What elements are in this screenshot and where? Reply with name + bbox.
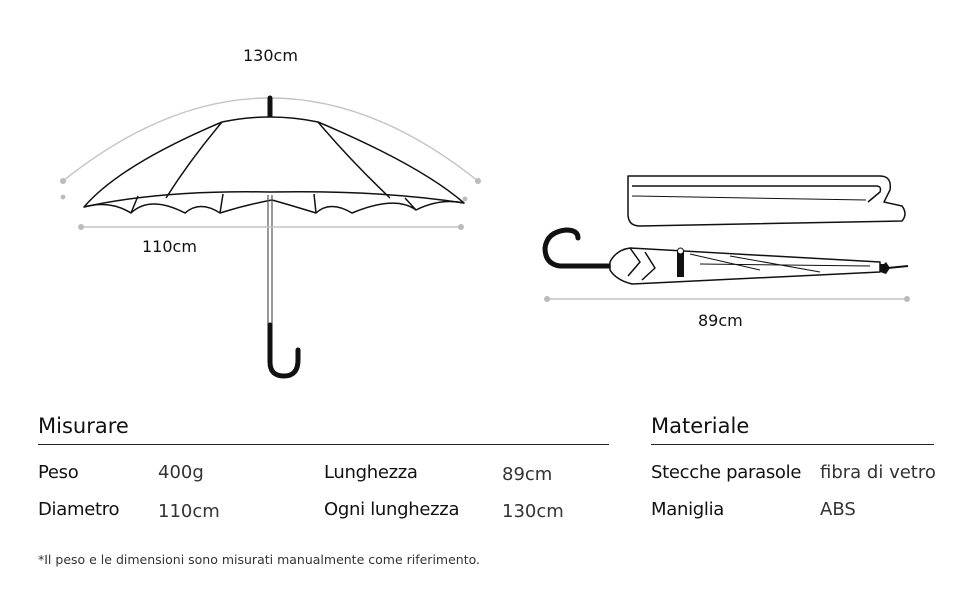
open-umbrella <box>83 95 465 325</box>
width-dimension-end-left <box>78 224 84 230</box>
material-divider <box>651 444 934 445</box>
material-value-ribs: fibra di vetro <box>820 462 936 483</box>
width-dimension-mid-dot <box>60 194 66 200</box>
measure-value-length: 89cm <box>502 464 553 485</box>
material-title: Materiale <box>651 414 750 438</box>
open-umbrella-handle <box>267 322 301 379</box>
measure-value-weight: 400g <box>158 462 204 483</box>
measure-label-weight: Peso <box>38 462 79 483</box>
length-dimension-end-right <box>904 296 910 302</box>
width-dimension-mid-dot-right <box>462 196 468 202</box>
umbrella-illustration <box>60 95 910 379</box>
umbrella-sleeve <box>627 175 906 227</box>
width-dimension-end-right <box>458 224 464 230</box>
material-label-handle: Maniglia <box>651 499 725 520</box>
measure-title: Misurare <box>38 414 129 438</box>
arc-dimension-end-left <box>60 178 66 184</box>
footnote: *Il peso e le dimensioni sono misurati m… <box>38 552 481 567</box>
measure-label-rib-length: Ogni lunghezza <box>324 499 460 520</box>
open-width-label: 110cm <box>142 237 197 256</box>
measure-value-diameter: 110cm <box>158 501 220 522</box>
arc-dimension-end-right <box>475 178 481 184</box>
length-dimension-end-left <box>544 296 550 302</box>
material-value-handle: ABS <box>820 499 856 520</box>
closed-umbrella <box>542 227 909 285</box>
measure-label-length: Lunghezza <box>324 462 418 483</box>
measure-divider <box>38 444 609 445</box>
measure-label-diameter: Diametro <box>38 499 120 520</box>
material-label-ribs: Stecche parasole <box>651 462 802 483</box>
arc-dimension-label: 130cm <box>243 46 298 65</box>
measure-value-rib-length: 130cm <box>502 501 564 522</box>
closed-length-label: 89cm <box>698 311 743 330</box>
